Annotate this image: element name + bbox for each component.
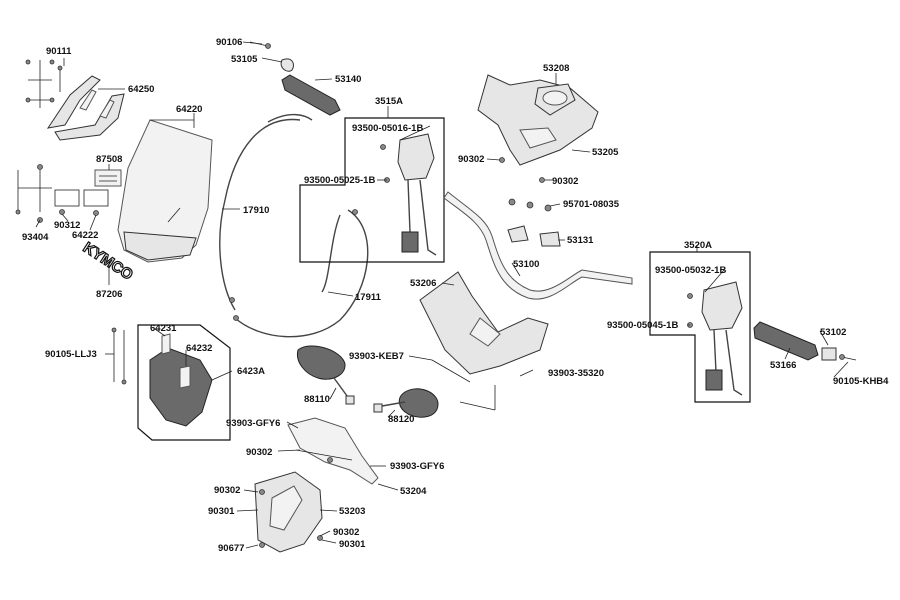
label-90111: 90111 <box>46 46 72 57</box>
label-3515A: 3515A <box>375 96 403 107</box>
label-64250: 64250 <box>128 84 154 95</box>
label-90302-a: 90302 <box>458 154 484 165</box>
decal-87508 <box>94 169 122 187</box>
label-93404: 93404 <box>22 232 49 243</box>
tie-93903-keb7 <box>431 359 471 383</box>
bolts-90312 <box>54 189 109 216</box>
label-53166: 53166 <box>770 360 796 371</box>
label-93500-05016-1b: 93500-05016-1B <box>352 123 423 134</box>
label-64231: 64231 <box>150 323 177 334</box>
label-90302-d: 90302 <box>214 485 240 496</box>
switch-3515A <box>380 133 437 256</box>
label-90302-c: 90302 <box>246 447 272 458</box>
switch-box-3515A-outline <box>299 117 445 263</box>
label-93500-05045-1b: 93500-05045-1B <box>607 320 678 331</box>
bracket-6423A <box>149 333 213 427</box>
label-17911: 17911 <box>355 292 382 303</box>
label-90106: 90106 <box>216 37 242 48</box>
throttle-cable-17910 <box>219 113 313 311</box>
label-64222: 64222 <box>72 230 98 241</box>
label-53105: 53105 <box>231 54 258 65</box>
label-93903-gfy6-b: 93903-GFY6 <box>390 461 444 472</box>
label-93500-05032-1b: 93500-05032-1B <box>655 265 726 276</box>
cover-53208 <box>534 83 576 116</box>
label-53205: 53205 <box>592 147 619 158</box>
label-90301-a: 90301 <box>208 506 235 517</box>
label-93903-35320: 93903-35320 <box>548 368 604 379</box>
switch-3520A <box>687 281 743 396</box>
label-53102: 53102 <box>820 327 846 338</box>
label-90105-llj3: 90105-LLJ3 <box>45 349 97 360</box>
label-90302-e: 90302 <box>333 527 359 538</box>
label-87508: 87508 <box>96 154 122 165</box>
label-6423A: 6423A <box>237 366 265 377</box>
label-88120: 88120 <box>388 414 414 425</box>
label-64220: 64220 <box>176 104 202 115</box>
label-53204: 53204 <box>400 486 427 497</box>
handlebar-53100 <box>443 191 633 300</box>
label-90312: 90312 <box>54 220 80 231</box>
label-64232: 64232 <box>186 343 212 354</box>
grip-53140 <box>249 41 341 116</box>
leader-lines <box>35 41 849 549</box>
label-90302-b: 90302 <box>552 176 578 187</box>
label-90105-khb4: 90105-KHB4 <box>833 376 889 387</box>
label-93500-05025-1b: 93500-05025-1B <box>304 175 375 186</box>
bolts-95701 <box>508 198 552 212</box>
holder-53131 <box>507 225 561 247</box>
bracket-box-6423A <box>137 324 231 441</box>
label-90301-b: 90301 <box>339 539 366 550</box>
cover-53206 <box>419 271 549 375</box>
tie-93903-35320 <box>459 385 496 411</box>
label-93903-gfy6-a: 93903-GFY6 <box>226 418 280 429</box>
grip-53166 <box>753 321 857 361</box>
label-53100: 53100 <box>513 259 539 270</box>
cowl-53204 <box>287 417 379 485</box>
part-labels: 90106 53105 53140 90111 64250 64220 8750… <box>22 37 889 554</box>
bracket-64250 <box>46 75 125 141</box>
switch-box-3520A-outline <box>649 251 751 403</box>
label-95701-08035: 95701-08035 <box>563 199 620 210</box>
label-53206: 53206 <box>410 278 436 289</box>
label-53208: 53208 <box>543 63 569 74</box>
label-53140: 53140 <box>335 74 361 85</box>
label-88110: 88110 <box>304 394 330 405</box>
label-87206: 87206 <box>96 289 122 300</box>
mirror-88120 <box>373 388 439 418</box>
label-17910: 17910 <box>243 205 269 216</box>
windscreen-64220 <box>117 119 213 263</box>
label-53203: 53203 <box>339 506 365 517</box>
throttle-cable-17911 <box>233 209 369 338</box>
bolts-90111 <box>25 59 63 108</box>
bolts-90105-llj3 <box>111 327 127 385</box>
label-53131: 53131 <box>567 235 594 246</box>
label-93903-keb7: 93903-KEB7 <box>349 351 404 362</box>
bolts-93404 <box>15 164 52 223</box>
cowl-53203 <box>254 471 323 553</box>
label-3520A: 3520A <box>684 240 712 251</box>
mirror-88110 <box>296 345 355 405</box>
label-90677: 90677 <box>218 543 244 554</box>
